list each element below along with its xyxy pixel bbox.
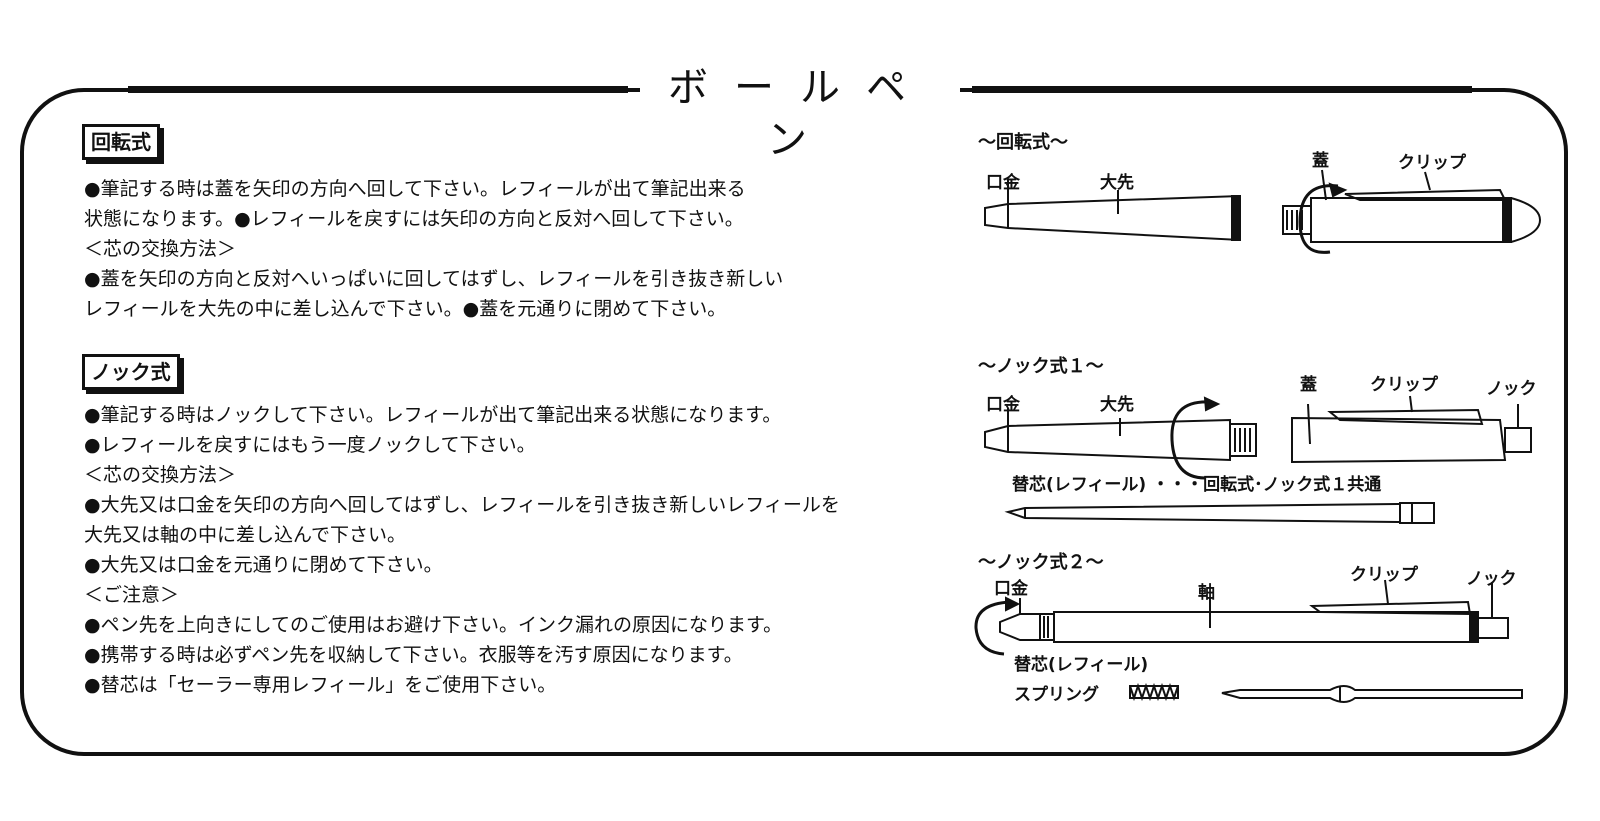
title-bar: ボールペン: [0, 62, 1600, 166]
knock1-clip-label: クリップ: [1370, 375, 1438, 395]
knock1-knock-label: ノック: [1486, 379, 1537, 399]
knock1-kuchigane-label: 口金: [986, 395, 1020, 415]
rotary-line: レフィールを大先の中に差し込んで下さい。●蓋を元通りに閉めて下さい。: [84, 298, 727, 320]
knock2-refill-label: 替芯(レフィール): [1014, 655, 1149, 675]
knock2-diagram-heading: ～ノック式２～: [978, 552, 1104, 573]
knock2-spring: [1129, 682, 1179, 702]
knock2-clip-label: クリップ: [1350, 565, 1418, 585]
page-title: ボールペン: [640, 62, 960, 166]
rotary-diagram-heading: ～回転式～: [978, 132, 1068, 153]
rotary-clip-label: クリップ: [1398, 153, 1466, 173]
rotary-upper-barrel: [1282, 169, 1542, 254]
rotary-line: 状態になります。●レフィールを戻すには矢印の方向と反対へ回して下さい。: [84, 208, 744, 230]
rotary-osaki-label: 大先: [1100, 173, 1134, 193]
knock2-jiku-label: 軸: [1198, 583, 1215, 603]
knock-line: ●大先又は口金を矢印の方向へ回してはずし、レフィールを引き抜き新しいレフィールを: [84, 494, 840, 516]
rotary-kuchigane-label: 口金: [986, 173, 1020, 193]
knock-line: ●筆記する時はノックして下さい。レフィールが出て筆記出来る状態になります。: [84, 404, 782, 426]
knock-instructions: ●筆記する時はノックして下さい。レフィールが出て筆記出来る状態になります。 ●レ…: [84, 400, 840, 700]
knock2-pen: [974, 579, 1509, 656]
knock-line: ＜芯の交換方法＞: [84, 464, 237, 486]
knock-line: ●替芯は「セーラー専用レフィール」をご使用下さい。: [84, 674, 557, 696]
knock1-osaki-label: 大先: [1100, 395, 1134, 415]
knock-line: ●携帯する時は必ずペン先を収納して下さい。衣服等を汚す原因になります。: [84, 644, 743, 666]
knock-line: ＜ご注意＞: [84, 584, 180, 606]
knock-line: ●ペン先を上向きにしてのご使用はお避け下さい。インク漏れの原因になります。: [84, 614, 783, 636]
knock1-futa-label: 蓋: [1300, 375, 1317, 395]
rotary-line: ●筆記する時は蓋を矢印の方向へ回して下さい。レフィールが出て筆記出来る: [84, 178, 746, 200]
knock2-knock-label: ノック: [1466, 569, 1517, 589]
title-rule-left: [128, 86, 628, 93]
rotary-instructions: ●筆記する時は蓋を矢印の方向へ回して下さい。レフィールが出て筆記出来る 状態にな…: [84, 174, 783, 324]
knock2-spring-label: スプリング: [1014, 685, 1099, 705]
knock-section-heading: ノック式: [82, 354, 180, 390]
rotary-line: ＜芯の交換方法＞: [84, 238, 237, 260]
rotary-lower-barrel: [984, 180, 1241, 242]
knock-line: ●大先又は口金を元通りに閉めて下さい。: [84, 554, 443, 576]
knock1-refill-note: 替芯(レフィール) ・・・回転式･ノック式１共通: [1012, 475, 1382, 495]
knock1-lower-barrel: [984, 396, 1257, 480]
knock1-diagram-heading: ～ノック式１～: [978, 356, 1104, 377]
knock-line: ●レフィールを戻すにはもう一度ノックして下さい。: [84, 434, 536, 456]
rotary-futa-label: 蓋: [1312, 151, 1329, 171]
knock-line: 大先又は軸の中に差し込んで下さい。: [84, 524, 407, 546]
rotary-line: ●蓋を矢印の方向と反対へいっぱいに回してはずし、レフィールを引き抜き新しい: [84, 268, 784, 290]
knock1-refill: [1004, 502, 1435, 524]
knock1-upper-barrel: [1291, 395, 1532, 464]
knock2-kuchigane-label: 口金: [994, 579, 1028, 599]
rotary-section-heading: 回転式: [82, 124, 160, 160]
title-rule-right: [972, 86, 1472, 93]
knock2-refill: [1221, 685, 1523, 703]
